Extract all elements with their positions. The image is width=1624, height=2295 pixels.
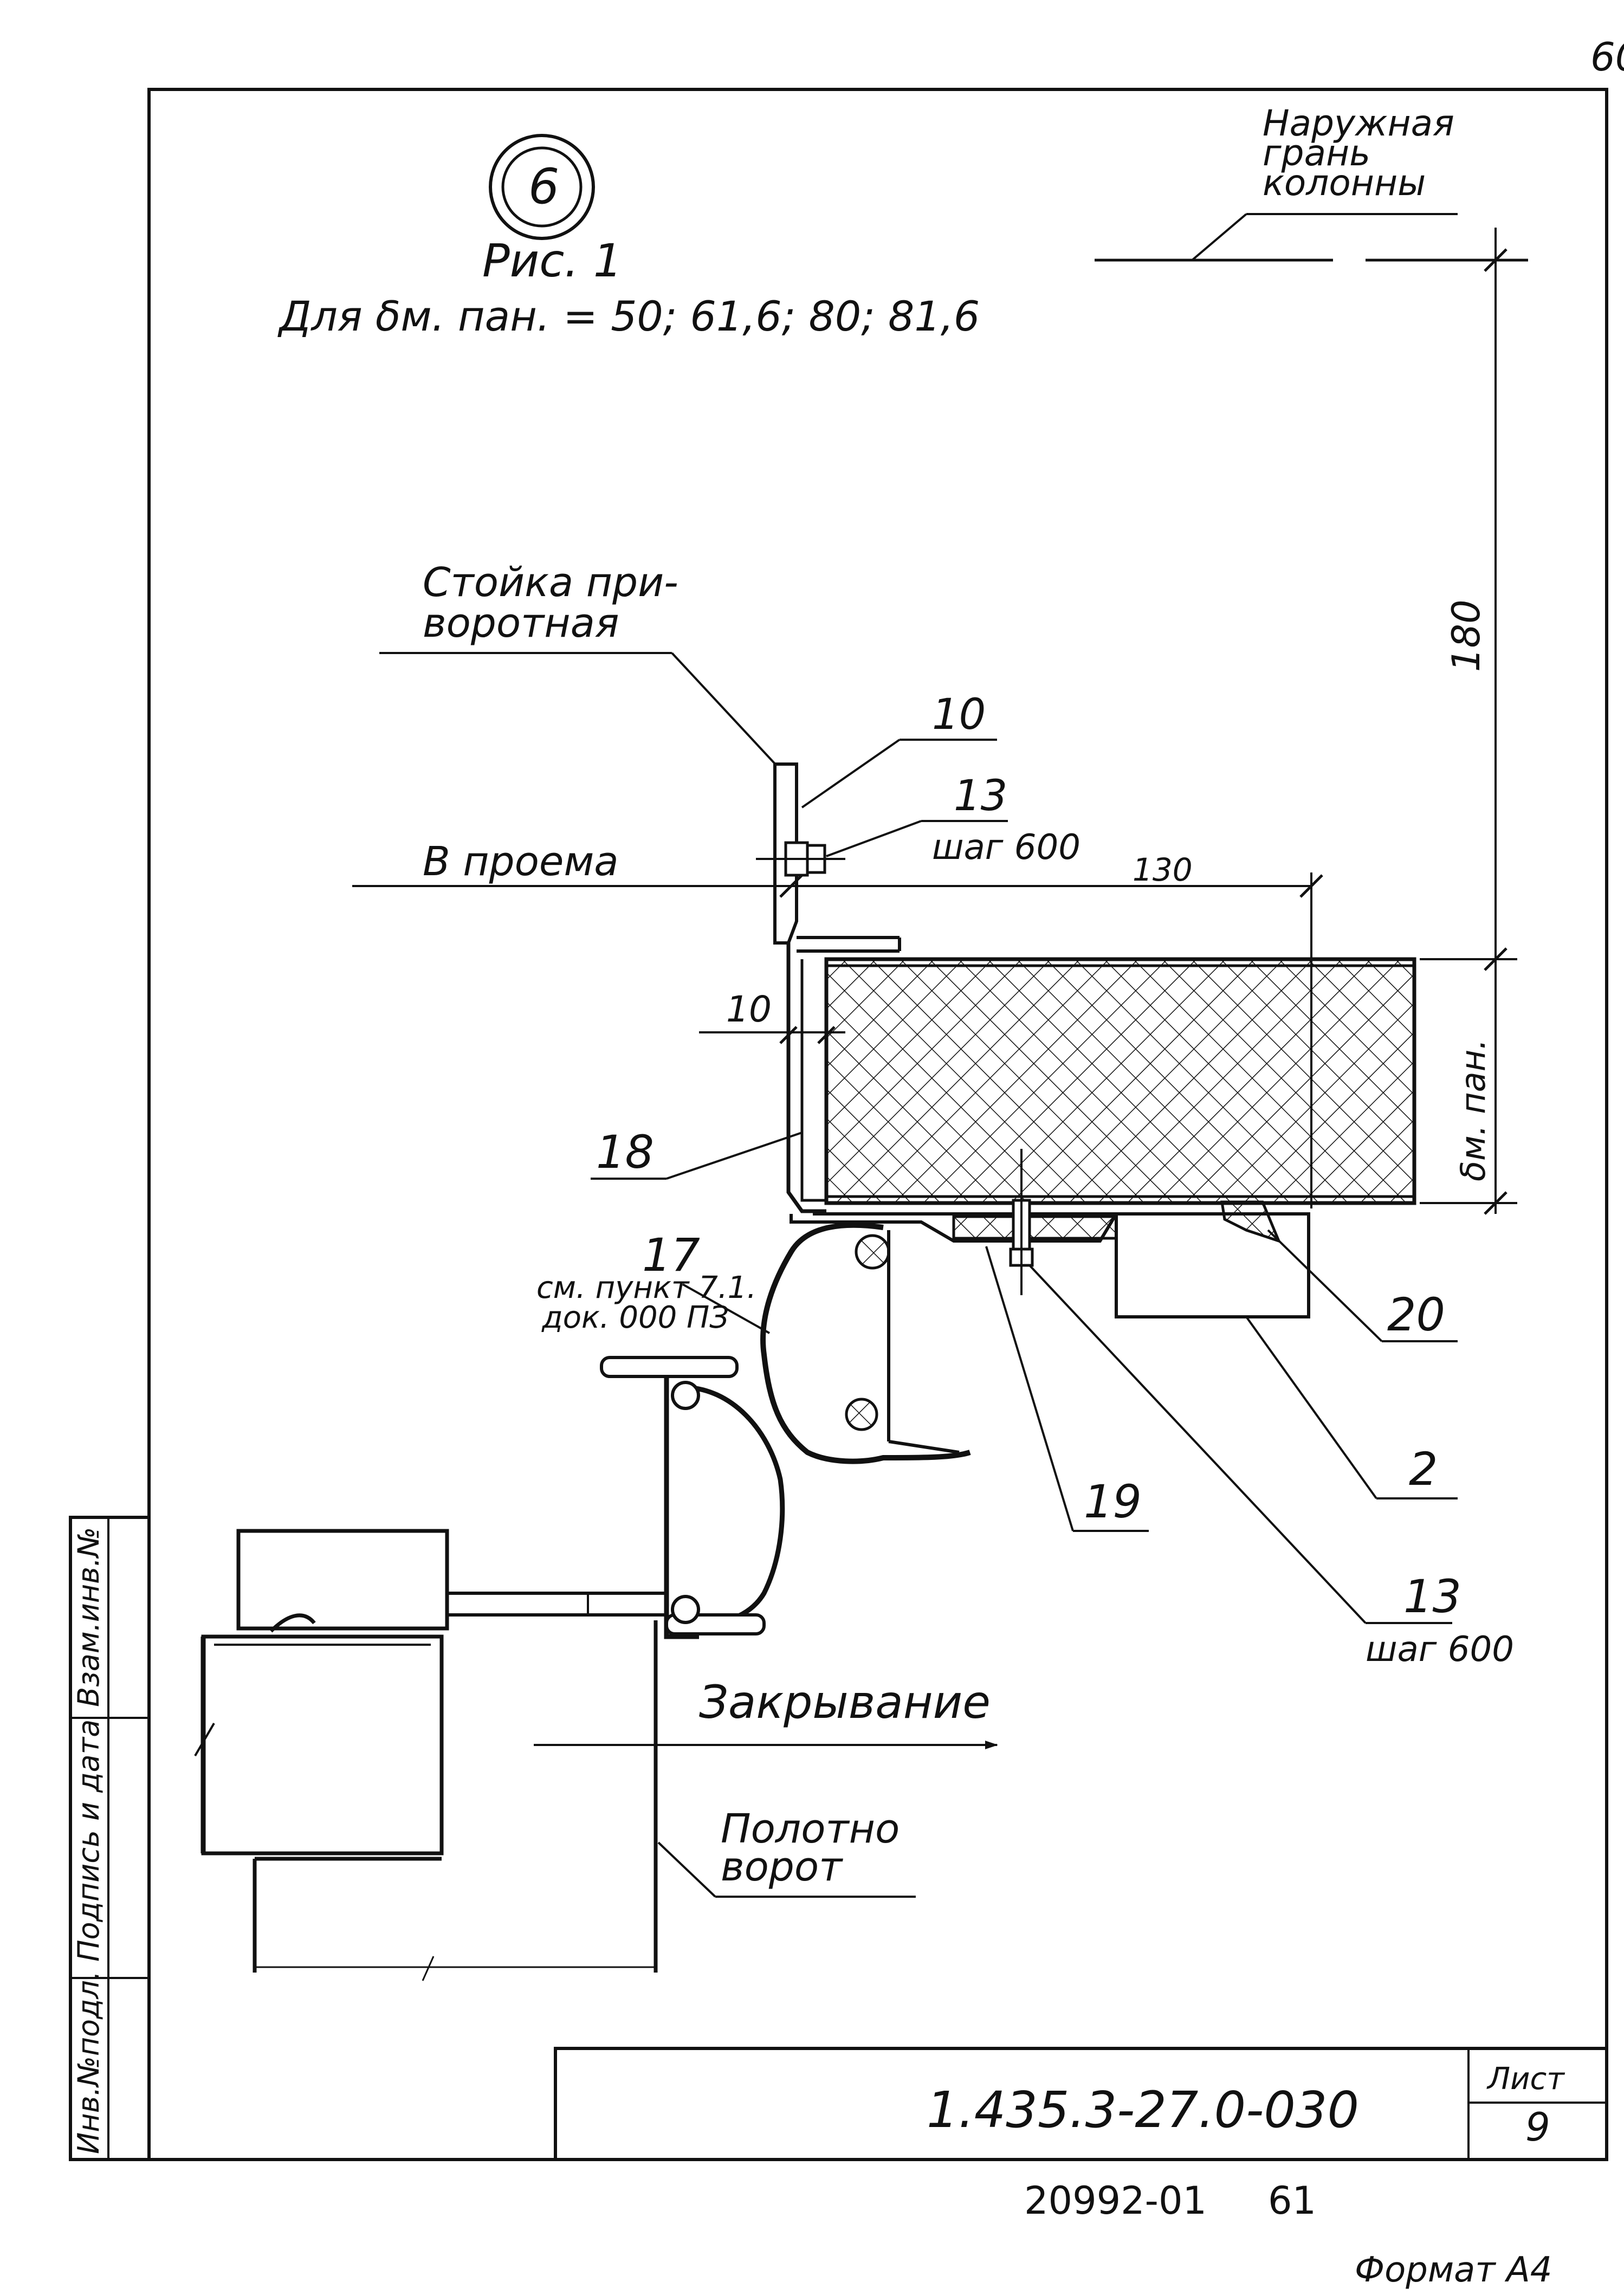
sheet-label: Лист <box>1486 2061 1565 2097</box>
svg-text:17: 17 <box>642 1229 700 1282</box>
svg-text:Закрывание: Закрывание <box>699 1676 991 1729</box>
dimension-offset: 130 <box>1133 851 1193 888</box>
dimension-gap: 10 <box>699 988 845 1044</box>
title-block: 1.435.3-27.0-030 Лист 9 <box>554 2047 1607 2160</box>
rubber-seal-17 <box>760 1222 971 1464</box>
gate-leaf-seal <box>600 1356 785 1639</box>
svg-text:19: 19 <box>1084 1475 1142 1528</box>
stamp-label-replaced: Взам.инв.№ <box>72 1527 106 1707</box>
svg-text:13: 13 <box>1403 1570 1461 1623</box>
svg-text:2: 2 <box>1409 1443 1438 1496</box>
callout-10-top: 10 <box>801 690 997 809</box>
leaf-note: Полотно ворот <box>657 1806 916 1898</box>
drawing-frame <box>147 88 1608 2161</box>
svg-text:13: 13 <box>954 772 1007 820</box>
svg-text:Полотно: Полотно <box>721 1806 900 1852</box>
svg-text:грань: грань <box>1263 132 1370 174</box>
svg-text:6: 6 <box>528 158 559 215</box>
archive-page: 61 <box>1268 2178 1316 2223</box>
svg-text:10: 10 <box>726 988 772 1030</box>
callout-20: 20 <box>1267 1229 1458 1342</box>
post-note: Стойка при- воротная <box>379 559 781 771</box>
stamp-label-signature: Подпись и дата <box>72 1719 106 1962</box>
svg-text:Стойка при-: Стойка при- <box>423 559 678 606</box>
opening-line: В проема 130 <box>352 838 1323 1208</box>
format-label: Формат А4 <box>1355 2250 1552 2290</box>
dimension-total: 180 <box>1444 599 1489 672</box>
stamp-label-inventory: Инв.№подл. <box>72 1971 106 2154</box>
note-17-line2: док. 000 ПЗ <box>541 1300 729 1335</box>
page-number: 60 <box>1590 34 1624 80</box>
step-bottom: шаг 600 <box>1366 1630 1514 1670</box>
callout-18: 18 <box>591 1126 803 1180</box>
bracket-18 <box>786 943 826 1213</box>
note-17-line1: см. пункт 7.1. <box>536 1270 756 1305</box>
svg-text:В проема: В проема <box>423 838 619 885</box>
archive-number: 20992-01 <box>1024 2178 1207 2223</box>
side-stamp: Взам.инв.№ Подпись и дата Инв.№подл. <box>69 1516 151 2161</box>
gate-leaf <box>194 1529 667 1981</box>
dimension-panel: δм. пан. <box>1453 1039 1493 1181</box>
callout-19: 19 <box>985 1246 1149 1532</box>
angle-post <box>756 762 901 953</box>
detail-marker: 6 <box>489 134 595 240</box>
bottom-plate <box>790 1149 1310 1318</box>
figure-subtitle: Для δм. пан. = 50; 61,6; 80; 81,6 <box>277 292 980 340</box>
callout-2: 2 <box>1245 1316 1458 1499</box>
dimension-180: 180 δм. пан. <box>1420 228 1517 1215</box>
callout-13-top: 13 шаг 600 <box>826 772 1080 868</box>
closing-arrow: Закрывание <box>534 1676 998 1749</box>
sandwich-panel <box>824 957 1416 1205</box>
sheet-number: 9 <box>1525 2104 1550 2150</box>
figure-title: Рис. 1 <box>482 234 622 287</box>
callout-17: 17 см. пункт 7.1. док. 000 ПЗ <box>536 1229 770 1335</box>
svg-text:10: 10 <box>932 690 986 739</box>
document-code: 1.435.3-27.0-030 <box>927 2081 1359 2139</box>
svg-text:20: 20 <box>1387 1288 1445 1341</box>
svg-text:Наружная: Наружная <box>1263 102 1454 144</box>
svg-text:колонны: колонны <box>1263 162 1426 204</box>
svg-text:18: 18 <box>596 1126 654 1179</box>
outer-face-note: Наружная грань колонны <box>1095 102 1528 262</box>
svg-text:ворот: ворот <box>721 1844 843 1890</box>
step-top: шаг 600 <box>932 828 1080 868</box>
svg-text:воротная: воротная <box>423 600 619 647</box>
callout-13-bottom: 13 шаг 600 <box>1028 1264 1514 1670</box>
